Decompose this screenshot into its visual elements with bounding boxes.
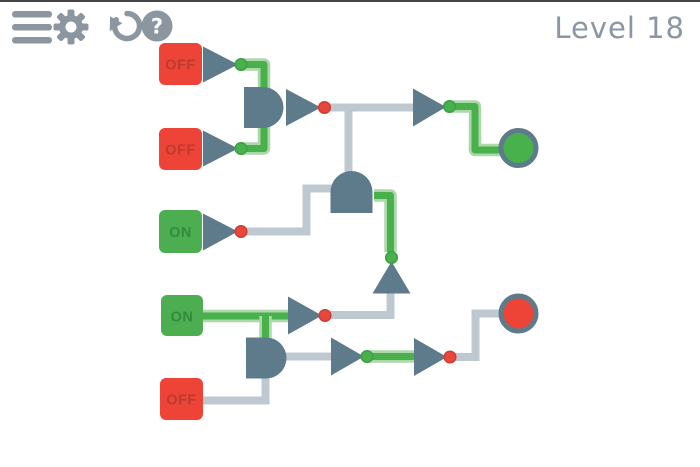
switch-bottom-1[interactable]: ON xyxy=(161,295,203,336)
help-icon: ? xyxy=(141,10,173,42)
switch-top-1-label: OFF xyxy=(165,58,196,74)
top-border-line xyxy=(0,0,700,2)
not-gate-before-bulb-top xyxy=(413,88,457,127)
wire-to-bulb-bottom xyxy=(449,309,500,361)
state-dot-green xyxy=(234,57,248,72)
state-dot-green xyxy=(360,349,374,364)
state-dot-red xyxy=(443,350,457,364)
svg-text:?: ? xyxy=(151,15,163,39)
wire-and-middle-right xyxy=(374,192,394,252)
switch-bottom-1-label: ON xyxy=(171,310,194,326)
not-gate-after-switch-bottom-1 xyxy=(288,296,332,335)
wire-switch-bottom2-to-and-bottom xyxy=(203,374,270,405)
state-dot-red xyxy=(318,308,332,323)
not-gate-after-switch-middle xyxy=(203,213,248,251)
menu-icon xyxy=(12,11,52,44)
switch-middle-label: ON xyxy=(169,225,192,241)
wire-switch-middle-to-and-middle xyxy=(240,184,334,236)
wires-inactive xyxy=(203,103,500,405)
switch-top-2[interactable]: OFF xyxy=(159,128,202,170)
not-gate-after-and-bottom xyxy=(331,337,374,376)
level-label: Level 18 xyxy=(554,11,685,45)
help-button[interactable]: ? xyxy=(141,10,173,42)
switch-middle[interactable]: ON xyxy=(159,210,202,253)
state-dot-green xyxy=(234,141,248,156)
switch-bottom-2[interactable]: OFF xyxy=(160,378,203,420)
switch-bottom-2-label: OFF xyxy=(166,393,197,409)
and-gate-top xyxy=(244,87,284,128)
wire-to-bulb-top xyxy=(450,103,500,154)
wire-not-up-input xyxy=(325,290,395,319)
not-gate-after-switch-top-2 xyxy=(203,130,248,167)
gear-icon xyxy=(53,9,89,45)
state-dot-green xyxy=(442,99,457,114)
and-gate-middle-up xyxy=(330,171,373,213)
menu-button[interactable] xyxy=(12,11,52,44)
state-dot-red xyxy=(317,100,332,115)
not-gate-before-bulb-bottom xyxy=(414,338,457,376)
switch-top-1[interactable]: OFF xyxy=(159,43,202,85)
settings-button[interactable] xyxy=(53,9,89,45)
not-gate-up xyxy=(372,250,411,294)
undo-icon xyxy=(109,10,143,42)
state-dot-green xyxy=(384,250,399,265)
switch-top-2-label: OFF xyxy=(165,143,196,159)
not-gate-after-and-top xyxy=(286,89,332,126)
state-dot-red xyxy=(234,224,248,239)
not-gate-after-switch-top-1 xyxy=(203,46,248,83)
undo-button[interactable] xyxy=(109,10,143,42)
and-gate-bottom xyxy=(246,337,287,379)
bulb-top-lit xyxy=(498,128,539,168)
bulb-bottom-unlit xyxy=(498,293,539,334)
